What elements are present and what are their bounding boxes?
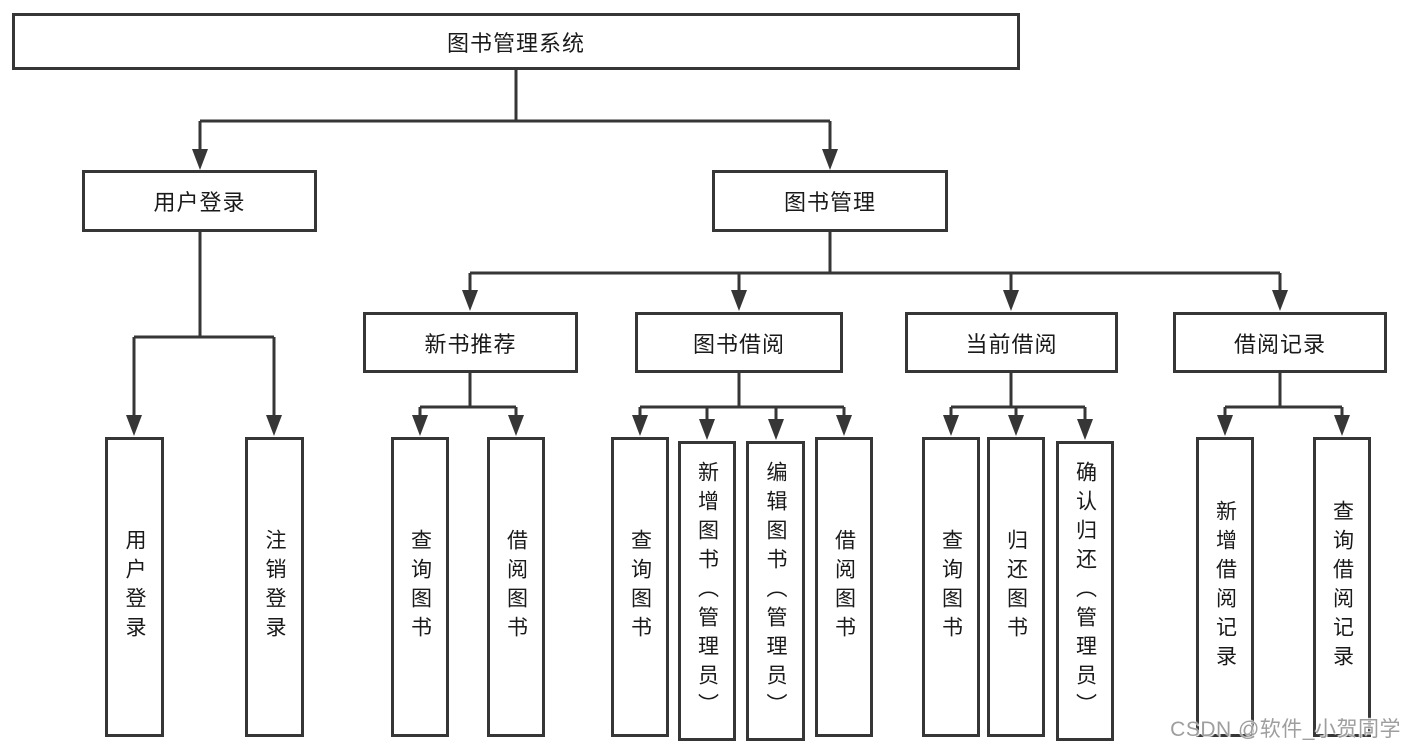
node-book-mgmt: 图书管理 <box>712 170 948 232</box>
connector-book-mgmt-children <box>462 232 1288 311</box>
node-borrow-record: 借阅记录 <box>1173 312 1387 373</box>
arrow-down-icon <box>192 149 838 170</box>
node-leaf-bb-borrow-book: 借阅图书 <box>815 437 873 737</box>
arrow-down-icon <box>126 415 282 436</box>
watermark-text: CSDN @软件_小贺同学 <box>1170 718 1401 741</box>
node-leaf-nbr-borrow-book: 借阅图书 <box>487 437 545 737</box>
node-leaf-br-add-record: 新增借阅记录 <box>1196 437 1254 737</box>
connector-book-borrow-children <box>632 373 852 440</box>
node-leaf-logout: 注销登录 <box>245 437 304 737</box>
node-leaf-cb-return-book: 归还图书 <box>987 437 1045 737</box>
connector-root-to-level2 <box>192 70 838 170</box>
node-leaf-cb-return-book-label: 归还图书 <box>1004 529 1028 645</box>
node-book-mgmt-label: 图书管理 <box>783 190 876 215</box>
connector-user-login-children <box>126 232 282 436</box>
arrow-down-icon <box>1217 415 1350 436</box>
node-leaf-cb-query-book: 查询图书 <box>922 437 980 737</box>
node-user-login: 用户登录 <box>82 170 317 232</box>
arrow-down-icon <box>462 290 1288 311</box>
node-leaf-nbr-query-book-label: 查询图书 <box>408 529 432 645</box>
node-user-login-label: 用户登录 <box>153 190 246 215</box>
node-root: 图书管理系统 <box>12 13 1020 70</box>
node-leaf-br-query-record: 查询借阅记录 <box>1313 437 1371 737</box>
connector-borrow-record-children <box>1217 373 1350 436</box>
node-current-borrow-label: 当前借阅 <box>965 331 1058 357</box>
node-borrow-record-label: 借阅记录 <box>1233 331 1326 357</box>
node-leaf-logout-label: 注销登录 <box>263 529 286 645</box>
connector-current-borrow-children <box>943 373 1093 440</box>
node-root-label: 图书管理系统 <box>446 30 585 56</box>
node-leaf-bb-query-book-label: 查询图书 <box>628 529 652 645</box>
node-leaf-cb-confirm-return: 确认归还（管理员） <box>1056 441 1114 741</box>
node-leaf-br-query-record-label: 查询借阅记录 <box>1330 500 1354 674</box>
node-leaf-nbr-query-book: 查询图书 <box>391 437 449 737</box>
node-leaf-bb-borrow-book-label: 借阅图书 <box>832 529 856 645</box>
node-leaf-bb-add-book: 新增图书（管理员） <box>678 441 736 741</box>
node-book-borrow: 图书借阅 <box>635 312 843 373</box>
node-leaf-bb-query-book: 查询图书 <box>611 437 669 737</box>
node-leaf-bb-add-book-label: 新增图书（管理员） <box>695 460 719 722</box>
node-leaf-bb-edit-book-label: 编辑图书（管理员） <box>764 460 787 722</box>
node-new-book-rec: 新书推荐 <box>363 312 578 373</box>
arrow-down-icon <box>412 415 524 436</box>
node-new-book-rec-label: 新书推荐 <box>424 331 517 357</box>
node-leaf-bb-edit-book: 编辑图书（管理员） <box>746 441 805 741</box>
connector-new-book-rec-children <box>412 373 524 436</box>
node-leaf-cb-confirm-return-label: 确认归还（管理员） <box>1073 460 1097 722</box>
node-leaf-nbr-borrow-book-label: 借阅图书 <box>504 529 528 645</box>
node-current-borrow: 当前借阅 <box>905 312 1118 373</box>
node-leaf-user-login: 用户登录 <box>105 437 164 737</box>
node-leaf-br-add-record-label: 新增借阅记录 <box>1213 500 1237 674</box>
node-book-borrow-label: 图书借阅 <box>692 331 785 357</box>
node-leaf-cb-query-book-label: 查询图书 <box>939 529 963 645</box>
arrow-down-icon <box>943 415 1093 440</box>
node-leaf-user-login-label: 用户登录 <box>123 529 146 645</box>
